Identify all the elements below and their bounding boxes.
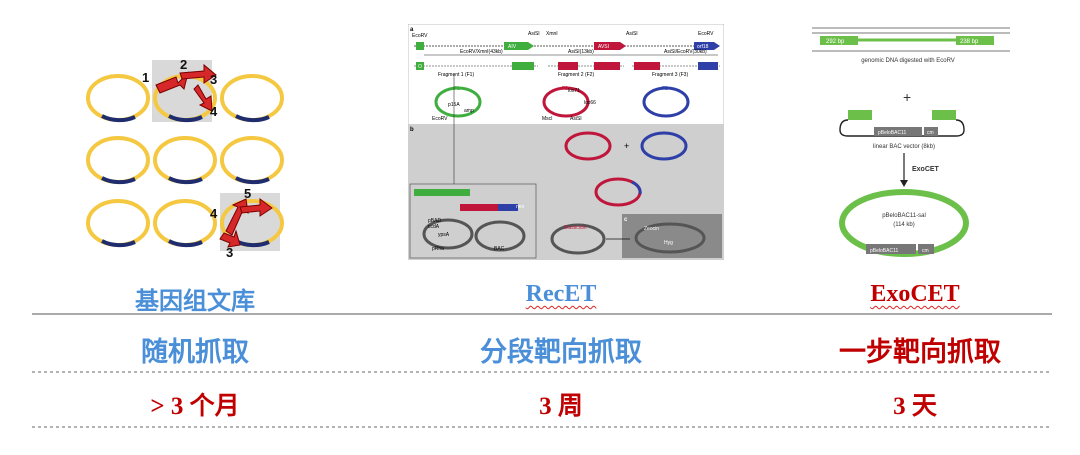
plasmid-ring [86,199,150,248]
plasmid-label: F2 [562,86,568,92]
arrow-number: 4 [210,104,218,119]
element-label: pRha [432,246,444,252]
fragment-label: Fragment 3 (F3) [652,72,688,78]
vector-label: pBeloBAC11 [878,130,906,136]
plus-sign: + [903,89,911,105]
arrow-number: 3 [226,245,233,260]
gene-label: AVSI [598,44,609,50]
plasmid-label: amp [464,108,474,114]
arrow-number: 1 [142,70,149,85]
panel-label: c [624,217,628,223]
plasmid-ring [86,74,150,123]
plasmid-label: MscI [542,116,553,122]
divider-solid [32,313,1052,315]
element-label: BAC [494,246,505,252]
divider-dashed [32,371,1052,373]
plasmid-label: F1 [454,86,460,92]
size-label: EcoRV/XmnI(43kb) [460,49,503,55]
method-recet: 分段靶向抓取 [480,337,642,368]
site-label: EcoRV [412,33,428,39]
circle-label: pBeloBAC11-sal [882,213,926,219]
fragment-label: Fragment 2 (F2) [558,72,594,78]
cm-label: cm [922,248,929,254]
element-label: ccdA [428,224,440,230]
arrow-number: 4 [210,206,218,221]
plasmid-ring [86,136,150,185]
element-label: pBAD [428,218,441,224]
size-label: AsiSI(13kb) [568,49,594,55]
circle-size: (114 kb) [893,222,915,228]
fragment-label: Fragment 1 (F1) [438,72,474,78]
arrow-number: 2 [180,57,187,72]
gene-label: O [418,64,422,70]
site-label: AsiSI [626,31,638,37]
bp-label: 238 bp [960,39,979,45]
fragment-arrow [193,84,213,112]
time-recet: 3 周 [539,393,583,420]
arrow-number: 5 [244,186,251,201]
genomic-library-illustration: 1 2 3 4 4 5 3 [80,55,300,265]
plasmid-label: F3 [662,86,668,92]
cm-label: cm [927,130,934,136]
plasmid-ring [153,199,217,248]
element-label: Zeocin [644,226,659,232]
gene-arrow [694,42,720,50]
divider-dashed [32,426,1052,428]
recet-figure: a b c EcoRV AsiSI XmnI AsiSI EcoRV AIV A… [407,23,725,261]
bp-label: 292 bp [826,39,845,45]
vector-label: pBeloBAC11 [870,248,898,254]
gene-arrow [504,42,534,50]
gene-box [416,42,424,50]
gene-label: AIV [508,44,517,50]
gene-arrow [594,42,626,50]
element-label: Blasticidin [564,225,587,231]
fragment-arrow [179,63,217,84]
homology-arm [956,36,994,45]
size-label: AsiSI/EcoRV(30kb) [664,49,707,55]
panel-label: a [410,27,414,33]
linear-caption: linear BAC vector (8kb) [873,144,935,150]
fragment-arrow [155,71,189,94]
genomic-caption: genomic DNA digested with EcoRV [861,58,955,64]
plasmid-label: lox66 [584,100,596,106]
homology-arm [820,36,858,45]
plasmid-label: AsiSI [570,116,582,122]
site-label: XmnI [546,31,558,37]
plasmid-ring [153,136,217,185]
method-exocet: 一步靶向抓取 [839,337,1001,368]
column-title-exocet: ExoCET [870,281,960,307]
time-exocet: 3 天 [893,393,937,420]
method-library: 随机抓取 [141,337,249,368]
arrow-number: 3 [210,72,217,87]
site-label: EcoRV [698,31,714,37]
plasmid-label: lox71 [568,88,580,94]
time-library: > 3 个月 [150,393,240,420]
fragment-arrow [239,198,273,217]
element-label: neo [516,204,525,210]
element-label: Hyg [664,240,673,246]
gene-label: orf18 [697,44,709,50]
plus-sign: + [624,141,629,151]
fragment-arrow [219,229,241,248]
column-title-library: 基因组文库 [135,287,255,315]
panel-label: b [410,127,414,133]
plasmid-ring [220,74,284,123]
element-label: ypsA [438,232,450,238]
method-label: ExoCET [912,166,940,173]
plasmid-label: EcoRV [432,116,448,122]
plasmid-ring [220,136,284,185]
exocet-figure: 292 bp 238 bp genomic DNA digested with … [800,22,1020,262]
site-label: AsiSI [528,31,540,37]
column-title-recet: RecET [525,281,597,307]
